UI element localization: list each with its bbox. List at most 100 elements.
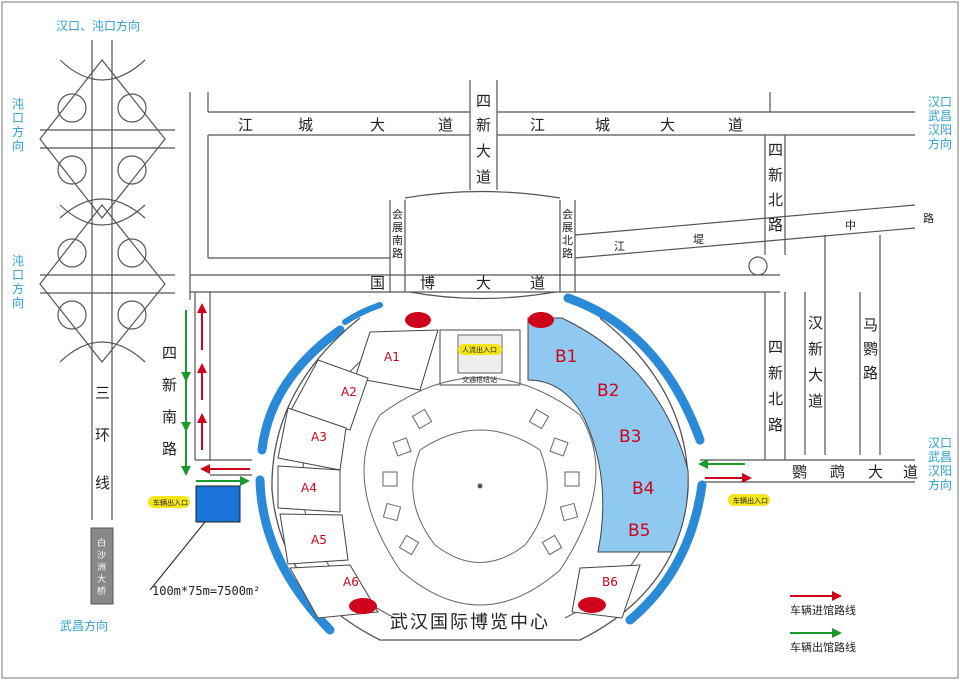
svg-text:会: 会 — [392, 208, 403, 221]
svg-text:南: 南 — [392, 234, 403, 247]
svg-text:路: 路 — [768, 416, 783, 434]
svg-text:武昌: 武昌 — [928, 450, 952, 464]
svg-text:四: 四 — [768, 338, 783, 356]
west-vehicle-entrance-label: 车辆出入口 — [153, 498, 188, 507]
west-vehicle-entrance-badge — [148, 496, 190, 508]
svg-text:大: 大 — [868, 463, 883, 481]
svg-text:江: 江 — [238, 116, 253, 134]
svg-text:环: 环 — [95, 426, 110, 444]
svg-text:路: 路 — [162, 440, 177, 458]
svg-text:白: 白 — [97, 537, 106, 549]
venue-complex — [149, 293, 707, 641]
svg-text:中: 中 — [845, 219, 856, 232]
svg-text:道: 道 — [438, 116, 453, 134]
svg-text:路: 路 — [768, 216, 783, 234]
road-label-guobo: 国 博 大 道 — [370, 274, 545, 292]
direction-left-lower: 沌 口 方 向 — [12, 254, 24, 310]
direction-bottom-left: 武昌方向 — [60, 618, 108, 633]
svg-text:口: 口 — [12, 268, 24, 282]
svg-text:B3: B3 — [619, 427, 641, 447]
east-vehicle-entrance-label: 车辆出入口 — [733, 496, 768, 505]
svg-text:北: 北 — [768, 191, 783, 209]
pedestrian-entrance-label: 人流出入口 — [462, 345, 497, 354]
svg-text:汉阳: 汉阳 — [928, 464, 952, 478]
svg-text:大: 大 — [370, 116, 385, 134]
pedestrian-entrance-badge — [458, 344, 502, 355]
svg-text:沌: 沌 — [12, 254, 24, 268]
svg-text:B4: B4 — [632, 479, 654, 499]
svg-text:大: 大 — [97, 573, 106, 585]
svg-text:道: 道 — [476, 168, 491, 186]
svg-text:马: 马 — [863, 316, 878, 334]
svg-text:四: 四 — [162, 344, 177, 362]
transport-hub-label: 交通枢纽站 — [462, 375, 497, 384]
svg-text:展: 展 — [562, 221, 573, 234]
svg-text:方向: 方向 — [928, 136, 952, 151]
parking-area-label: 100m*75m=7500m² — [152, 584, 260, 598]
third-ring-interchange — [39, 40, 175, 605]
svg-text:新: 新 — [476, 116, 491, 134]
svg-text:路: 路 — [863, 364, 878, 382]
svg-text:道: 道 — [903, 463, 918, 481]
svg-text:洲: 洲 — [97, 562, 106, 573]
svg-text:B1: B1 — [555, 347, 577, 367]
svg-text:大: 大 — [808, 366, 823, 384]
legend-exit-label: 车辆出馆路线 — [790, 640, 856, 654]
road-label-sixin-north-lower: 四 新 北 路 — [768, 338, 783, 434]
svg-text:汉: 汉 — [808, 314, 823, 332]
svg-text:方向: 方向 — [928, 477, 952, 492]
route-arrows — [181, 303, 842, 638]
svg-text:向: 向 — [12, 138, 24, 153]
road-label-sixin-south: 四 新 南 路 — [162, 344, 177, 458]
road-label-hanxin: 汉 新 大 道 — [808, 314, 823, 410]
road-label-jiangdi: 江 堤 中 路 — [614, 212, 934, 253]
svg-text:A3: A3 — [311, 430, 327, 444]
svg-text:道: 道 — [728, 116, 743, 134]
svg-text:B2: B2 — [597, 381, 619, 401]
direction-left-upper: 沌 口 方 向 — [12, 97, 24, 153]
svg-text:城: 城 — [298, 116, 313, 134]
direction-top-left: 汉口、沌口方向 — [56, 18, 140, 33]
svg-text:新: 新 — [808, 340, 823, 358]
svg-text:新: 新 — [768, 364, 783, 382]
svg-text:大: 大 — [660, 116, 675, 134]
svg-text:国: 国 — [370, 274, 385, 292]
svg-text:北: 北 — [768, 390, 783, 408]
svg-text:展: 展 — [392, 221, 403, 234]
road-label-third-ring: 三 环 线 — [95, 384, 110, 492]
svg-text:A1: A1 — [384, 350, 400, 364]
svg-text:新: 新 — [768, 166, 783, 184]
svg-text:道: 道 — [808, 392, 823, 410]
svg-text:武昌: 武昌 — [928, 109, 952, 123]
svg-text:鹦: 鹦 — [792, 463, 807, 481]
venue-title: 武汉国际博览中心 — [390, 612, 550, 633]
road-label-yingwu: 鹦 鹉 大 道 — [792, 463, 918, 481]
svg-text:新: 新 — [162, 376, 177, 394]
svg-text:鹦: 鹦 — [863, 340, 878, 358]
road-label-jiangcheng: 江 城 大 道 江 城 大 道 — [238, 116, 743, 134]
svg-text:B5: B5 — [628, 521, 650, 541]
halls-east: B1 B2 B3 B4 B5 — [555, 347, 654, 541]
svg-text:沙: 沙 — [97, 550, 106, 561]
svg-text:汉阳: 汉阳 — [928, 123, 952, 137]
road-label-huizhan-south: 会 展 南 路 — [392, 208, 403, 260]
road-grid — [189, 80, 916, 483]
legend-entry-label: 车辆进馆路线 — [790, 603, 856, 617]
svg-text:汉口: 汉口 — [928, 95, 952, 109]
svg-text:向: 向 — [12, 295, 24, 310]
svg-text:路: 路 — [562, 247, 573, 260]
svg-text:南: 南 — [162, 408, 177, 426]
svg-text:口: 口 — [12, 111, 24, 125]
svg-text:堤: 堤 — [693, 233, 704, 246]
svg-text:江: 江 — [614, 240, 625, 253]
direction-right-upper: 汉口 武昌 汉阳 方向 — [928, 95, 952, 151]
svg-text:路: 路 — [392, 247, 403, 260]
svg-text:沌: 沌 — [12, 97, 24, 111]
hall-b6: B6 — [602, 575, 618, 589]
svg-text:大: 大 — [476, 274, 491, 292]
svg-text:江: 江 — [530, 116, 545, 134]
svg-text:方: 方 — [12, 124, 24, 139]
svg-text:方: 方 — [12, 281, 24, 296]
svg-text:北: 北 — [562, 234, 573, 247]
